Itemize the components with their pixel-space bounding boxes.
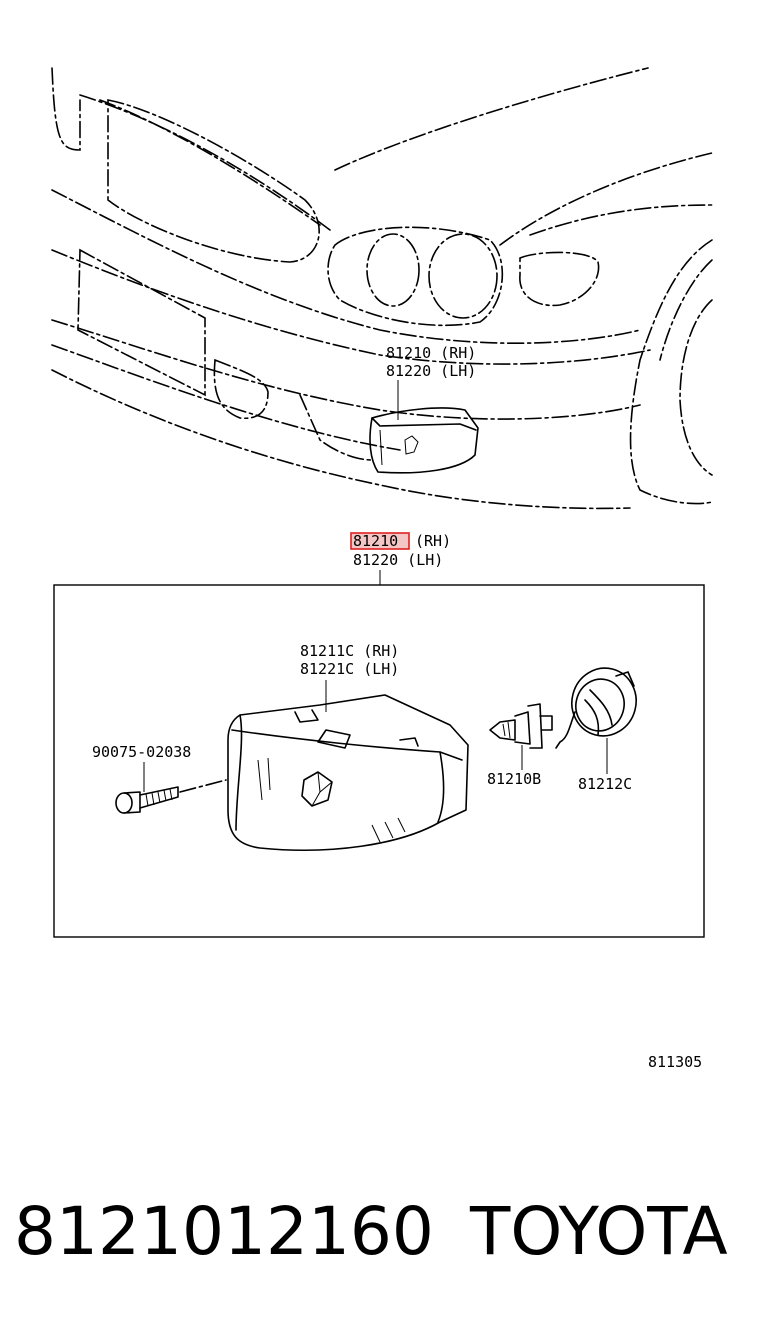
assy-callout-rh-side: (RH) (415, 532, 451, 550)
figure-code: 811305 (648, 1053, 702, 1071)
screw-callout: 90075-02038 (92, 743, 191, 761)
socket-part (555, 667, 637, 749)
highlighted-part-box[interactable] (350, 532, 410, 550)
bulb-callout: 81210B (487, 770, 541, 788)
brand-footer: TOYOTA (469, 1193, 728, 1270)
fog-lamp-housing (227, 694, 469, 851)
socket-callout: 81212C (578, 775, 632, 793)
lens-callout-lh: 81221C (LH) (300, 660, 399, 678)
top-callout-rh: 81210 (RH) (386, 344, 476, 362)
assy-callout-lh: 81220 (LH) (353, 551, 443, 569)
part-number-footer: 8121012160 (14, 1193, 434, 1270)
top-callout-lh: 81220 (LH) (386, 362, 476, 380)
bulb-part (489, 703, 553, 749)
lens-callout-rh: 81211C (RH) (300, 642, 399, 660)
exploded-view-frame (53, 584, 705, 938)
screw-part (115, 779, 227, 814)
assy-callout-rh-number[interactable]: 81210 (353, 532, 398, 550)
car-front-illustration (51, 67, 713, 510)
